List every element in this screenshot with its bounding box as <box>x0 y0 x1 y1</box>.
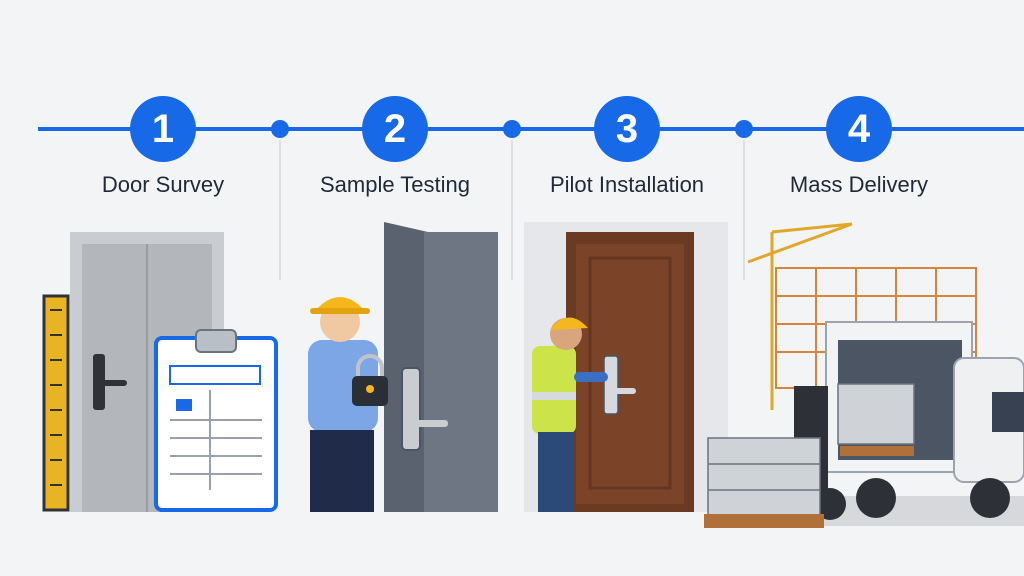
mass-delivery-illustration <box>704 222 1024 528</box>
timeline-dot <box>735 120 753 138</box>
pallet-boxes <box>707 437 821 517</box>
crane-icon <box>747 222 853 410</box>
truck-wheel <box>970 478 1010 518</box>
door-survey-illustration <box>42 232 278 512</box>
smart-lock <box>401 367 421 451</box>
truck-wheel <box>856 478 896 518</box>
timeline-dot <box>271 120 289 138</box>
pallet-boxes <box>837 383 915 445</box>
timeline-dot <box>503 120 521 138</box>
smart-lock <box>603 355 619 415</box>
step-number-3: 3 <box>594 96 660 162</box>
step-label-2: Sample Testing <box>319 172 470 197</box>
step-number-2: 2 <box>362 96 428 162</box>
step-label-1: Door Survey <box>101 172 225 197</box>
pilot-installation-illustration <box>524 222 728 512</box>
step-label-4: Mass Delivery <box>789 172 929 197</box>
measuring-tape <box>42 294 70 512</box>
step-number-1: 1 <box>130 96 196 162</box>
padlock-icon <box>356 354 384 378</box>
worker-vest <box>532 346 576 434</box>
step-number-4: 4 <box>826 96 892 162</box>
sample-testing-illustration <box>308 222 498 512</box>
step-label-3: Pilot Installation <box>549 172 705 197</box>
clipboard-icon <box>154 336 278 512</box>
hard-hat-icon <box>550 317 588 330</box>
